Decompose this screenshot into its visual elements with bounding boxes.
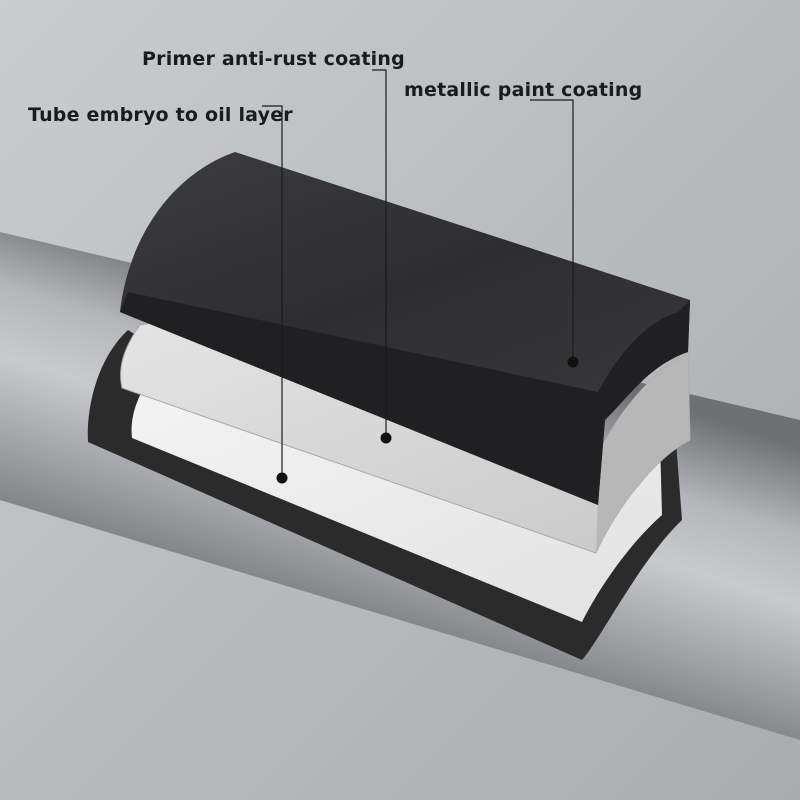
primer-coating-edge (596, 355, 690, 553)
primer-leader-dot (380, 432, 392, 444)
metallic-coating-edge (120, 292, 690, 505)
metallic-leader-dot (567, 356, 579, 368)
primer-label: Primer anti-rust coating (142, 48, 405, 70)
metallic-label: metallic paint coating (404, 79, 643, 101)
tube-label: Tube embryo to oil layer (28, 104, 293, 126)
leader-lines (262, 69, 574, 478)
metallic-leader-line (530, 99, 574, 362)
tube-leader-line (262, 105, 283, 478)
primer-leader-line (372, 69, 387, 438)
leader-dots (276, 356, 579, 484)
tube-leader-dot (276, 472, 288, 484)
